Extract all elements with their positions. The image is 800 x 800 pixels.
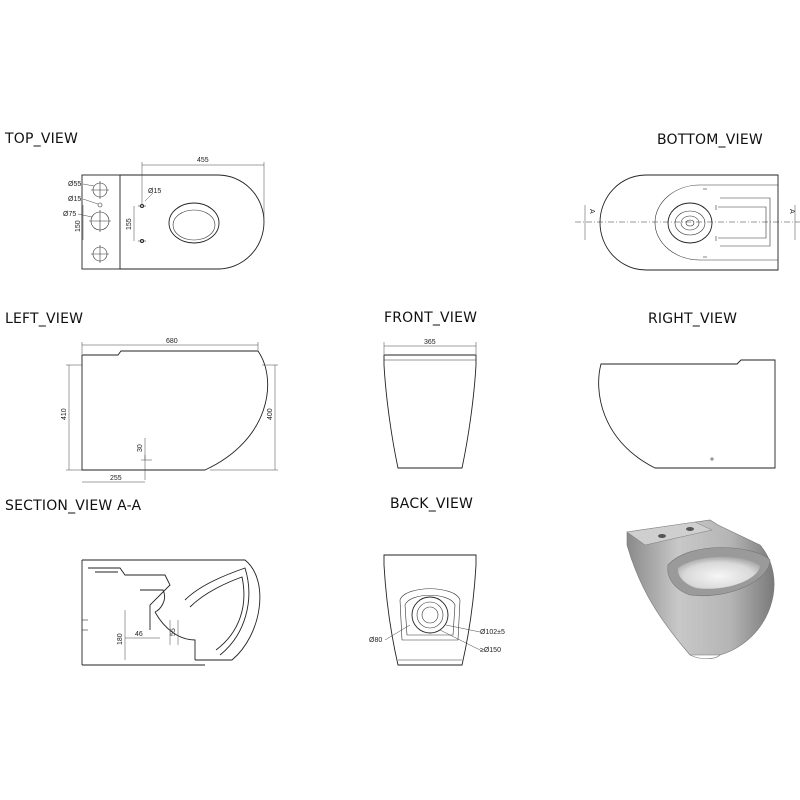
bottom-view-drawing: A A — [575, 174, 800, 271]
back-d80-dim: Ø80 — [369, 637, 382, 644]
bottom-view-label: BOTTOM_VIEW — [657, 132, 763, 148]
top-view-label: TOP_VIEW — [5, 131, 79, 147]
front-view-drawing: 365 — [383, 339, 477, 469]
top-view-drawing: 455 155 Ø15 Ø55 Ø15 Ø75 150 — [63, 157, 265, 270]
left-view-label: LEFT_VIEW — [5, 311, 84, 327]
toilet-3d-render — [626, 519, 775, 660]
top-d75-dim: Ø75 — [63, 211, 76, 218]
back-d102-dim: Ø102±5 — [480, 629, 505, 636]
left-view-drawing: 680 410 400 30 255 — [61, 338, 278, 483]
right-view-drawing — [598, 359, 776, 469]
left-height-back-dim: 410 — [61, 408, 68, 420]
section-46-dim: 46 — [135, 631, 143, 638]
front-view-label: FRONT_VIEW — [384, 310, 478, 326]
left-height-front-dim: 400 — [267, 408, 274, 420]
section-55-dim: 55 — [170, 628, 177, 636]
front-width-dim: 365 — [424, 339, 436, 346]
top-155-dim: 155 — [126, 218, 133, 230]
section-view-drawing: 180 46 55 — [81, 559, 261, 666]
left-length-dim: 680 — [166, 338, 178, 345]
section-view-label: SECTION_VIEW A-A — [5, 498, 142, 514]
section-marker-left: A — [588, 209, 595, 214]
back-d150-dim: ≥Ø150 — [480, 647, 501, 654]
right-view-label: RIGHT_VIEW — [648, 311, 738, 327]
left-30-dim: 30 — [137, 444, 144, 452]
section-180-dim: 180 — [117, 633, 124, 645]
back-view-drawing: Ø80 Ø102±5 ≥Ø150 — [369, 554, 505, 666]
section-marker-right: A — [788, 209, 795, 214]
top-150-dim: 150 — [75, 220, 82, 232]
top-length-dim: 455 — [197, 157, 209, 164]
top-d15-fix-dim: Ø15 — [148, 188, 161, 195]
top-d15-dim: Ø15 — [68, 196, 81, 203]
left-255-dim: 255 — [110, 475, 122, 482]
back-view-label: BACK_VIEW — [390, 496, 474, 512]
top-d55-dim: Ø55 — [68, 181, 81, 188]
